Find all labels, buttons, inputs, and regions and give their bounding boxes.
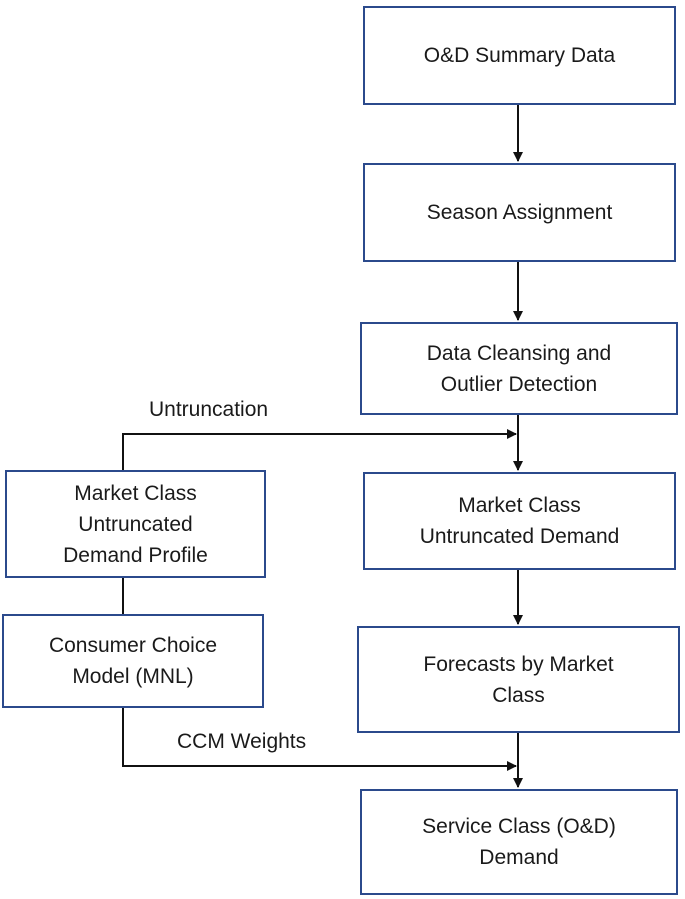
node-label: Data Cleansing and Outlier Detection	[426, 341, 612, 396]
node-od-summary-data: O&D Summary Data	[363, 6, 676, 105]
node-market-class-demand: Market Class Untruncated Demand	[363, 472, 676, 570]
edge-label-ccm-weights: CCM Weights	[177, 730, 307, 753]
arrow-untruncation	[122, 429, 517, 470]
node-label: Market Class Untruncated Demand Profile	[63, 481, 208, 567]
node-season-assignment: Season Assignment	[363, 163, 676, 262]
node-label: Service Class (O&D) Demand	[422, 815, 616, 869]
node-label: Season Assignment	[426, 201, 613, 224]
node-demand-profile: Market Class Untruncated Demand Profile	[5, 470, 266, 578]
node-label: Market Class Untruncated Demand	[419, 494, 620, 548]
node-label: O&D Summary Data	[423, 44, 616, 67]
edge-label-untruncation: Untruncation	[149, 398, 269, 421]
node-consumer-choice-model: Consumer Choice Model (MNL)	[2, 614, 264, 708]
node-data-cleansing: Data Cleansing and Outlier Detection	[360, 322, 678, 415]
node-label: Forecasts by Market Class	[423, 652, 614, 707]
node-service-class-demand: Service Class (O&D) Demand	[360, 789, 678, 895]
arrow-ccm-weights	[122, 708, 517, 771]
node-forecasts: Forecasts by Market Class	[357, 626, 680, 733]
node-label: Consumer Choice Model (MNL)	[48, 634, 218, 688]
